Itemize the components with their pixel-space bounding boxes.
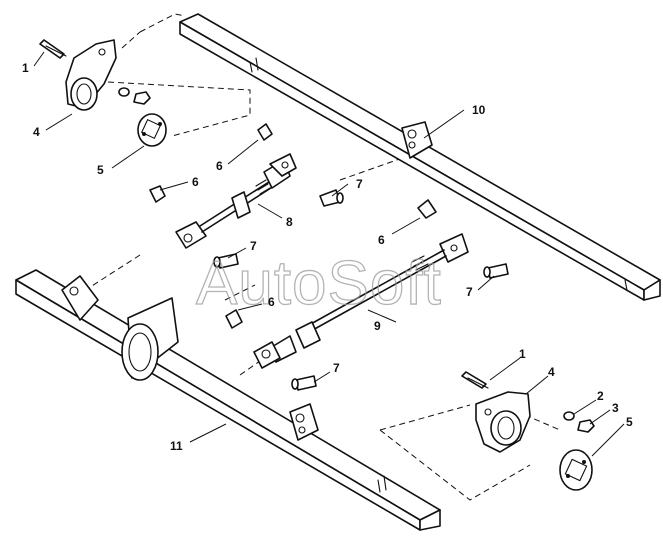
upper-square-tube bbox=[179, 13, 661, 301]
lower-right-bracket-group bbox=[461, 371, 595, 491]
callout-2: 2 bbox=[597, 389, 604, 403]
callout-11: 11 bbox=[170, 439, 183, 453]
callout-5-upper: 5 bbox=[97, 163, 104, 177]
callout-6-middle-left: 6 bbox=[268, 295, 275, 309]
callout-3: 3 bbox=[612, 401, 619, 415]
callout-6-upper-left: 6 bbox=[192, 175, 199, 189]
adjustable-link-upper bbox=[149, 123, 344, 249]
callout-7-middle-right: 7 bbox=[466, 285, 473, 299]
callout-7-lower: 7 bbox=[333, 361, 340, 375]
callout-4-upper: 4 bbox=[33, 125, 40, 139]
callout-6-middle-right: 6 bbox=[378, 233, 385, 247]
callout-5-lower: 5 bbox=[626, 415, 633, 429]
upper-left-bracket-group bbox=[39, 39, 167, 147]
callout-1-lower: 1 bbox=[519, 347, 526, 361]
callout-8: 8 bbox=[286, 215, 293, 229]
callout-leader-lines bbox=[33, 51, 625, 457]
callout-1-upper: 1 bbox=[22, 61, 29, 75]
callout-7-middle-left: 7 bbox=[250, 239, 257, 253]
callout-10: 10 bbox=[472, 103, 486, 117]
adjustable-link-lower bbox=[213, 199, 509, 391]
watermark-text: AutoSoft bbox=[196, 249, 442, 318]
lower-square-tube bbox=[15, 269, 441, 531]
callout-6-upper-right: 6 bbox=[216, 159, 223, 173]
callout-labels: 1 4 5 6 6 7 8 10 7 6 7 6 9 7 11 1 4 2 3 … bbox=[22, 61, 633, 453]
callout-4-lower: 4 bbox=[548, 365, 555, 379]
callout-7-upper: 7 bbox=[356, 177, 363, 191]
callout-9: 9 bbox=[374, 319, 381, 333]
